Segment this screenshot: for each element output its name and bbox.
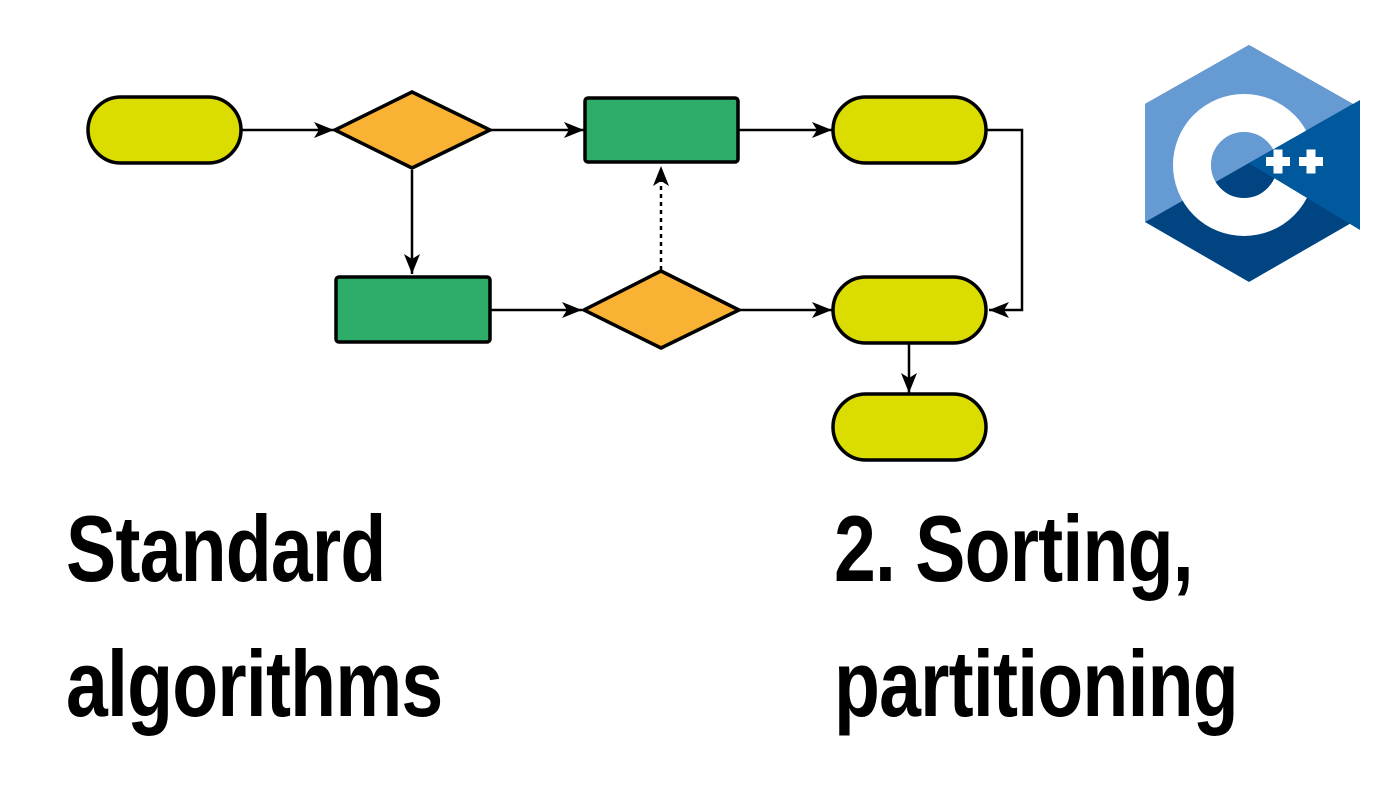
terminal-top-right [831,95,988,165]
decision-second [580,269,743,350]
cpp-logo-icon [1145,45,1360,282]
title-left-line-2: algorithms [66,631,443,736]
terminal-start [86,95,243,165]
terminal-end [831,392,988,462]
terminal-middle-right [831,275,988,345]
connector-terminal-loop-back [987,128,1024,318]
process-bottom [334,275,492,344]
decision-first [331,90,494,170]
title-left-line-1: Standard [66,496,386,601]
title-right-line-1: 2. Sorting, [834,496,1194,601]
process-top [583,96,740,164]
title-right-line-2: partitioning [834,631,1239,736]
